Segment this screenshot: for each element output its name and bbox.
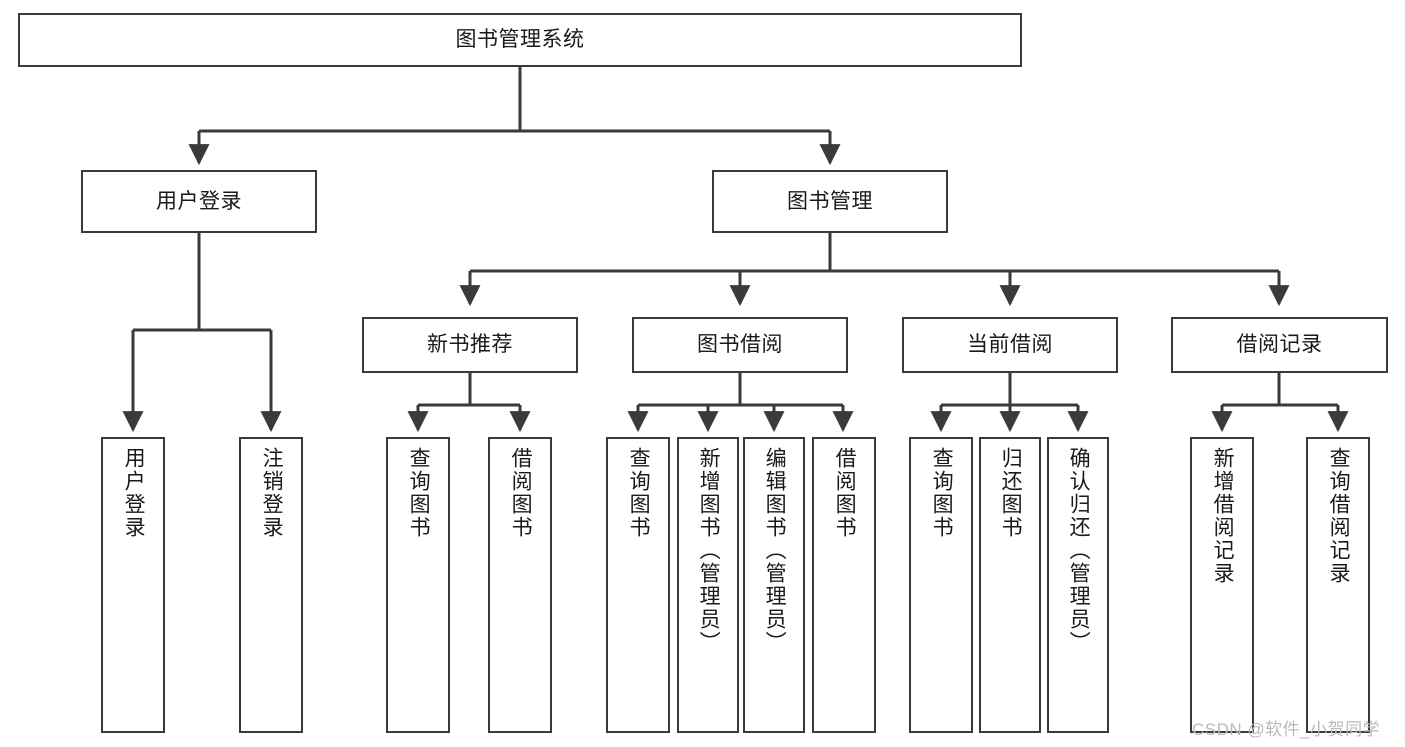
node-label: 图书借阅 (697, 333, 783, 357)
node-label: 查询图书 (930, 447, 954, 539)
node-label: 图书管理系统 (455, 28, 585, 52)
node-label: 归还图书 (999, 447, 1023, 539)
node-book-management[interactable]: 图书管理 (712, 170, 948, 233)
node-current-borrow[interactable]: 当前借阅 (902, 317, 1118, 373)
leaf-current-borrow-query-book[interactable]: 查询图书 (909, 437, 973, 733)
node-root-library-management-system[interactable]: 图书管理系统 (18, 13, 1022, 67)
leaf-book-borrow-borrow-book[interactable]: 借阅图书 (812, 437, 876, 733)
leaf-book-borrow-edit-book-admin[interactable]: 编辑图书（管理员） (743, 437, 805, 733)
node-label: 新增借阅记录 (1211, 447, 1235, 585)
leaf-book-borrow-add-book-admin[interactable]: 新增图书（管理员） (677, 437, 739, 733)
node-label: 查询借阅记录 (1327, 447, 1351, 585)
node-borrow-record[interactable]: 借阅记录 (1171, 317, 1388, 373)
node-label: 编辑图书（管理员） (763, 447, 787, 654)
node-label: 借阅记录 (1236, 333, 1323, 357)
node-label: 当前借阅 (967, 333, 1053, 357)
leaf-borrow-record-query-record[interactable]: 查询借阅记录 (1306, 437, 1370, 733)
node-label: 借阅图书 (833, 447, 857, 539)
node-label: 新增图书（管理员） (697, 447, 721, 654)
leaf-current-borrow-return-book[interactable]: 归还图书 (979, 437, 1041, 733)
leaf-user-login-logout[interactable]: 注销登录 (239, 437, 303, 733)
node-new-book-recommend[interactable]: 新书推荐 (362, 317, 578, 373)
leaf-current-borrow-confirm-return-admin[interactable]: 确认归还（管理员） (1047, 437, 1109, 733)
node-user-login[interactable]: 用户登录 (81, 170, 317, 233)
node-label: 新书推荐 (427, 333, 513, 357)
leaf-book-borrow-query-book[interactable]: 查询图书 (606, 437, 670, 733)
node-label: 注销登录 (260, 447, 284, 539)
node-label: 图书管理 (787, 189, 873, 213)
node-label: 确认归还（管理员） (1067, 447, 1091, 654)
node-label: 用户登录 (156, 189, 242, 213)
node-label: 用户登录 (122, 447, 146, 539)
leaf-borrow-record-add-record[interactable]: 新增借阅记录 (1190, 437, 1254, 733)
csdn-watermark: CSDN @软件_小贺同学 (1192, 720, 1381, 739)
node-label: 借阅图书 (509, 447, 533, 539)
node-label: 查询图书 (407, 447, 431, 539)
node-label: 查询图书 (627, 447, 651, 539)
node-book-borrow[interactable]: 图书借阅 (632, 317, 848, 373)
leaf-user-login-login[interactable]: 用户登录 (101, 437, 165, 733)
leaf-new-book-borrow-book[interactable]: 借阅图书 (488, 437, 552, 733)
leaf-new-book-query-book[interactable]: 查询图书 (386, 437, 450, 733)
